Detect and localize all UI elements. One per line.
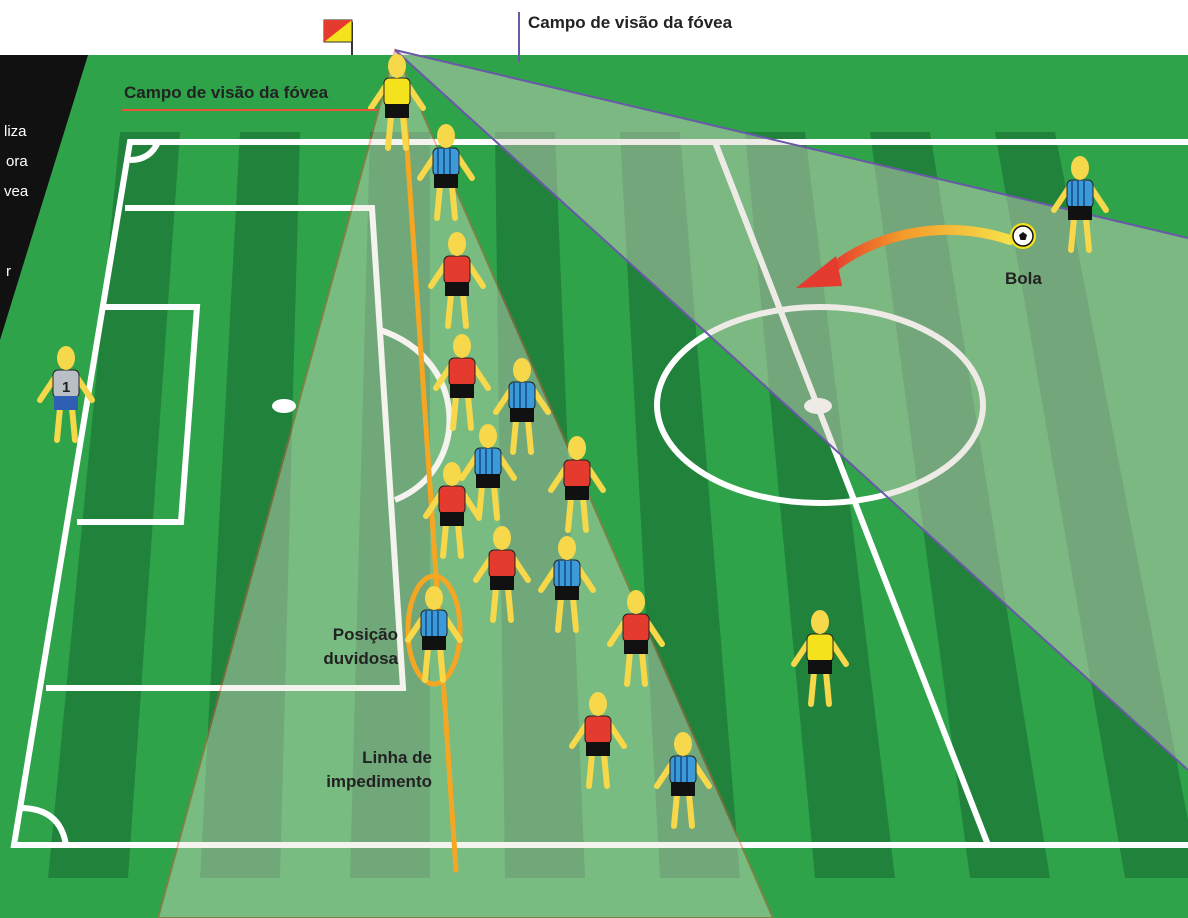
side-text-2: ora (6, 153, 28, 170)
side-text-4: r (6, 263, 11, 280)
penalty-spot (272, 399, 296, 413)
top-fovea-label: Campo de visão da fóvea (528, 13, 733, 32)
soccer-ball-icon (1010, 223, 1036, 249)
offside-line-label-line1: Linha de (362, 748, 432, 767)
corner-flag-icon (324, 20, 352, 55)
doubtful-position-label-line2: duvidosa (323, 649, 398, 668)
ball-label: Bola (1005, 269, 1042, 288)
offside-line-label-line2: impedimento (326, 772, 432, 791)
side-text-3: vea (4, 183, 29, 200)
goalkeeper-number: 1 (62, 379, 70, 396)
left-fovea-label: Campo de visão da fóvea (124, 83, 329, 102)
side-text-1: liza (4, 123, 27, 140)
doubtful-position-label-line1: Posição (333, 625, 398, 644)
